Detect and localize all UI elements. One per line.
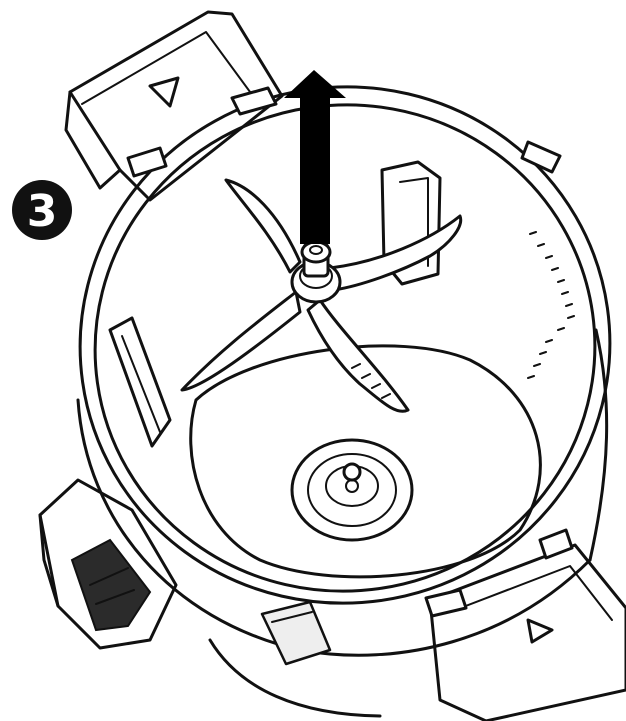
drive-coupling <box>290 438 414 542</box>
step-badge: 3 <box>12 180 72 240</box>
front-handle-tab <box>428 543 626 721</box>
measurement-scale <box>527 231 575 379</box>
jar-body <box>76 328 609 718</box>
back-handle-tab <box>64 10 284 202</box>
base-foot <box>38 478 178 650</box>
handle-triangle-icon <box>526 618 554 644</box>
handle-triangle-icon <box>148 76 180 108</box>
jar-inner-bottom <box>189 344 542 579</box>
blade-assembly-icon <box>180 178 463 413</box>
up-arrow-icon <box>284 70 346 244</box>
step-number: 3 <box>27 186 58 237</box>
